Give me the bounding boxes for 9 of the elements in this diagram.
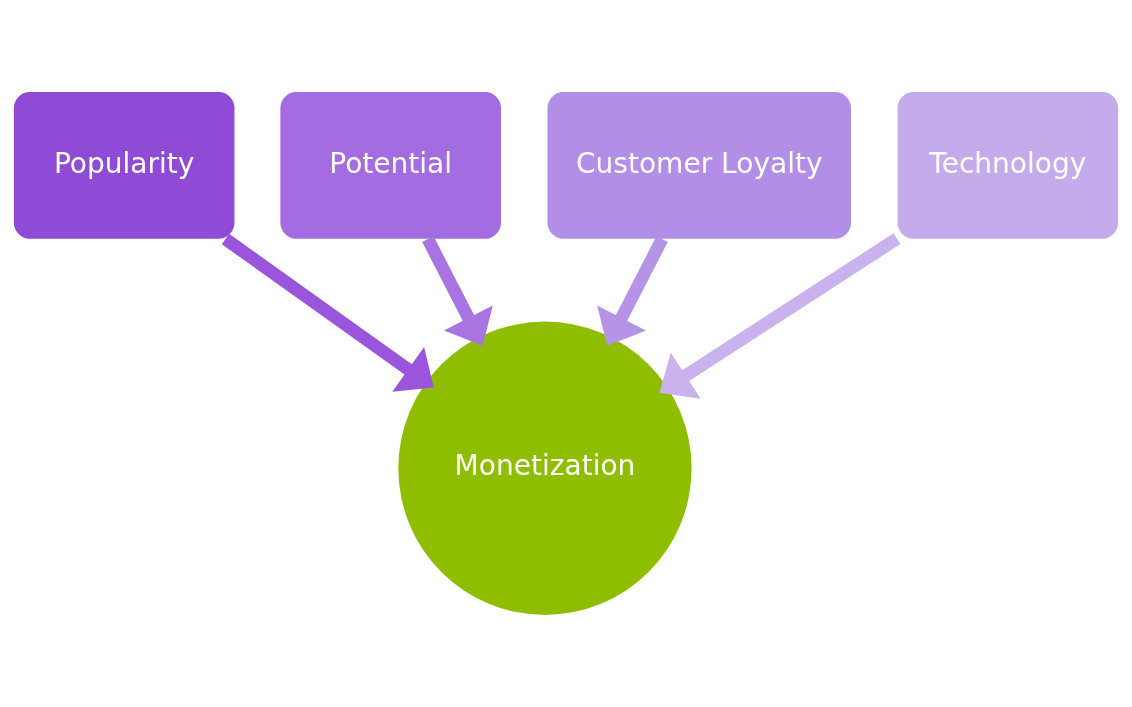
arrow	[422, 236, 493, 346]
node-box: Customer Loyalty	[547, 92, 851, 239]
node-circle: Monetization	[398, 321, 692, 615]
node-box: Potential	[280, 92, 501, 239]
arrow	[659, 233, 901, 399]
arrow	[597, 236, 668, 346]
arrow	[221, 233, 434, 392]
node-box: Technology	[897, 92, 1119, 239]
node-box: Popularity	[13, 92, 235, 239]
